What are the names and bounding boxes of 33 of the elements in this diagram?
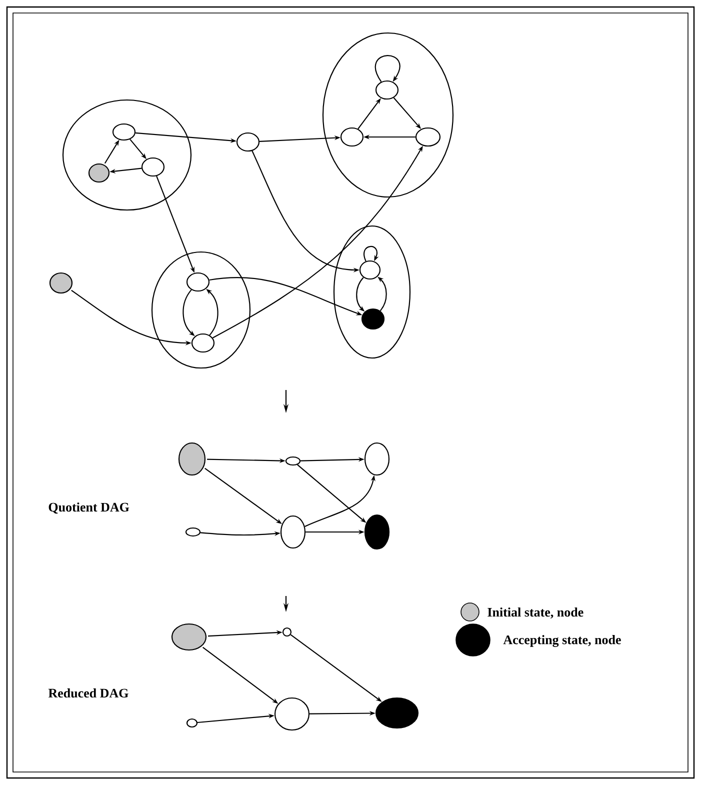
state-ellipse: [191, 333, 215, 353]
self-loop-arrow: [374, 55, 400, 82]
cluster-ellipse: [333, 225, 411, 359]
state-ellipse: [280, 515, 306, 549]
state-ellipse: [361, 308, 385, 330]
dag-title: Quotient DAG: [48, 502, 130, 514]
state-ellipse: [274, 697, 310, 731]
cluster-ellipse: [62, 99, 192, 211]
state-ellipse: [415, 127, 441, 147]
state-ellipse: [88, 163, 110, 183]
state-ellipse: [186, 272, 210, 292]
cluster-ellipse: [322, 32, 454, 198]
state-ellipse: [178, 442, 206, 476]
state-ellipse: [285, 456, 301, 466]
state-ellipse: [185, 527, 201, 537]
dag-title: Reduced DAG: [48, 688, 128, 698]
state-ellipse: [340, 127, 364, 147]
cluster-ellipse: [151, 251, 251, 369]
state-ellipse: [364, 514, 390, 550]
state-ellipse: [236, 132, 260, 152]
self-loop-arrow: [364, 246, 379, 262]
state-ellipse: [375, 697, 419, 729]
state-ellipse: [364, 442, 390, 476]
state-ellipse: [359, 260, 381, 280]
state-ellipse: [112, 123, 136, 141]
state-ellipse: [49, 272, 73, 294]
state-ellipse: [375, 80, 399, 100]
legend-text: Accepting state, node: [503, 635, 621, 647]
state-ellipse: [186, 718, 198, 728]
state-ellipse: [141, 157, 165, 177]
state-ellipse: [282, 627, 292, 637]
legend-text: Initial state, node: [488, 608, 584, 619]
state-ellipse: [171, 623, 207, 651]
